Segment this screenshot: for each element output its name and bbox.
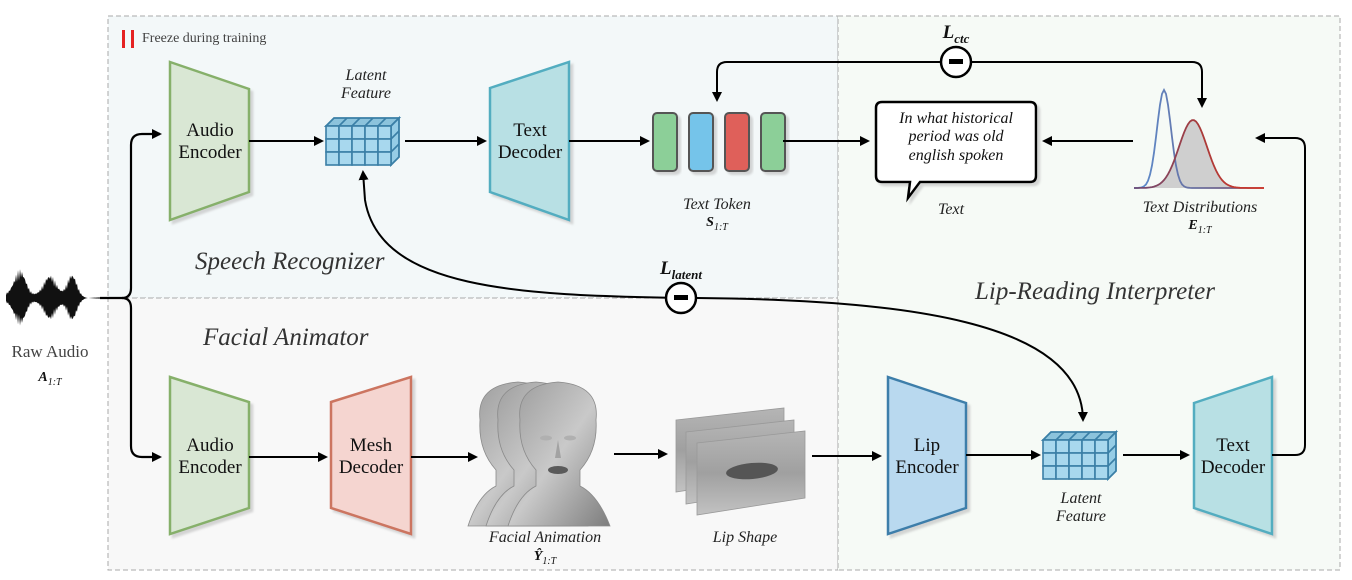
mesh-decoder-block	[329, 375, 413, 536]
latent-feature-cube-top	[323, 115, 402, 168]
cube-cell	[377, 138, 392, 153]
cube-cell	[1042, 439, 1057, 454]
text-token-group	[652, 112, 786, 172]
text-token-label: Text Token	[683, 196, 751, 213]
text-decoder-top-block	[488, 60, 571, 222]
cube-cell	[1042, 452, 1057, 467]
cube-cell	[1055, 452, 1070, 467]
text-token	[724, 112, 750, 172]
latent-loss-curve	[358, 170, 682, 299]
ctc-loss-arrow	[712, 61, 955, 102]
decoder-to-distribution-arrow	[1255, 133, 1306, 456]
input-arrow-bottom	[121, 296, 162, 462]
waveform-icon	[6, 269, 100, 326]
cube-cell	[1081, 465, 1096, 480]
facial-animation-heads-image	[467, 381, 611, 527]
head-frame	[507, 381, 611, 527]
facial-animation-label: Facial Animation	[488, 529, 602, 546]
cube-cell	[351, 138, 366, 153]
raw-audio-symbol: A1:T	[38, 370, 62, 388]
cube-cell	[364, 138, 379, 153]
cube-cell	[338, 125, 353, 140]
text-distributions-symbol: E1:T	[1188, 218, 1212, 236]
text-label: Text	[937, 201, 965, 218]
cube-cell	[377, 125, 392, 140]
cube-cell	[1094, 439, 1109, 454]
text-decoder-bottom-block	[1192, 375, 1274, 536]
cube-cell	[351, 125, 366, 140]
cube-cell	[364, 125, 379, 140]
cube-cell	[1068, 465, 1083, 480]
text-token	[760, 112, 786, 172]
cube-top-face	[323, 117, 402, 127]
latent-loss-label: Llatent	[660, 258, 702, 282]
waveform-shape	[6, 269, 100, 326]
freeze-bars-icon	[122, 30, 136, 48]
ctc-loss-label: Lctc	[942, 22, 970, 46]
lip-shape-image	[675, 407, 806, 516]
cube-cell	[1055, 439, 1070, 454]
audio-encoder-top-block	[168, 60, 251, 222]
cube-top-face	[1040, 431, 1119, 441]
cube-cell	[1068, 452, 1083, 467]
text-speech-bubble	[874, 100, 1038, 203]
distribution-curve-red	[1134, 119, 1264, 189]
latent-feature-cube-bottom	[1040, 429, 1119, 482]
text-token-symbol: S1:T	[706, 215, 728, 233]
section-title-lip-reading: Lip-Reading Interpreter	[975, 278, 1216, 305]
cube-cell	[325, 138, 340, 153]
cube-cell	[325, 125, 340, 140]
text-token	[688, 112, 714, 172]
lip-shape-label: Lip Shape	[712, 529, 778, 546]
facial-animation-symbol: Ŷ1:T	[533, 549, 557, 567]
lip-encoder-block	[886, 375, 968, 536]
text-bubble-content: In what historical period was old englis…	[899, 110, 1013, 164]
cube-cell	[1094, 452, 1109, 467]
cube-side-face	[390, 115, 400, 168]
cube-cell	[325, 151, 340, 166]
cube-cell	[351, 151, 366, 166]
cube-cell	[1094, 465, 1109, 480]
legend-freeze: Freeze during training	[122, 30, 266, 48]
cube-cell	[1068, 439, 1083, 454]
text-distributions-label: Text Distributions	[1142, 199, 1258, 216]
cube-cell	[1081, 439, 1096, 454]
distribution-fill	[1134, 120, 1264, 188]
raw-audio-label: Raw Audio	[11, 342, 89, 361]
cube-cell	[1081, 452, 1096, 467]
cube-cell	[1042, 465, 1057, 480]
cube-side-face	[1107, 429, 1117, 482]
text-distributions-plot	[1134, 88, 1264, 189]
section-title-facial-animator: Facial Animator	[203, 324, 369, 351]
audio-encoder-bottom-block	[168, 375, 251, 536]
cube-cell	[338, 138, 353, 153]
section-title-speech-recognizer: Speech Recognizer	[195, 248, 385, 275]
cube-cell	[1055, 465, 1070, 480]
cube-cell	[364, 151, 379, 166]
cube-cell	[338, 151, 353, 166]
legend-label: Freeze during training	[142, 31, 267, 46]
lip-frame	[696, 430, 806, 516]
cube-cell	[377, 151, 392, 166]
text-token	[652, 112, 678, 172]
